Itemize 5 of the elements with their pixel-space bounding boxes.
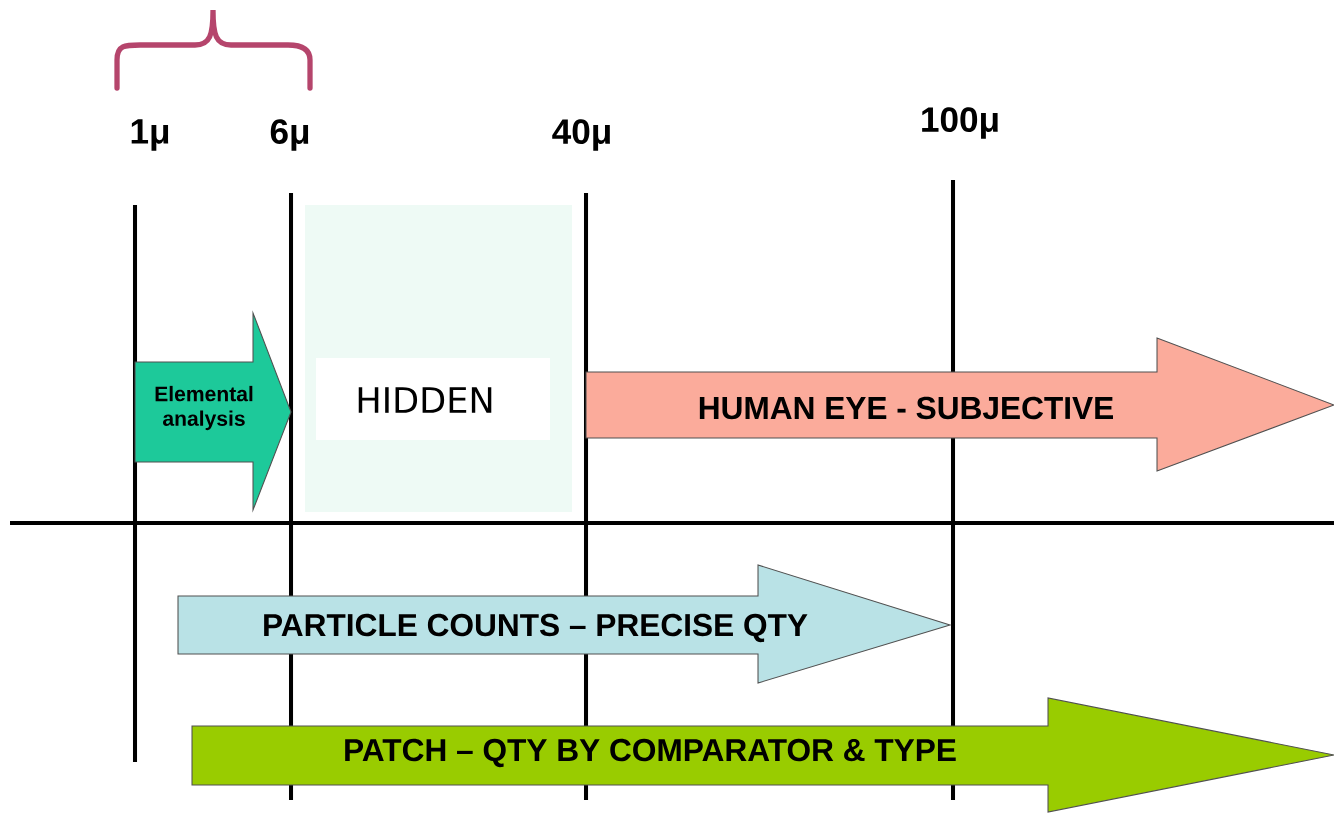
scale-label: 100μ	[922, 107, 998, 139]
scale-label: 40μ	[552, 119, 610, 151]
scale-label: 6μ	[270, 119, 309, 151]
hidden-box: HIDDEN	[305, 205, 572, 512]
scale-label: 1μ	[131, 119, 169, 151]
